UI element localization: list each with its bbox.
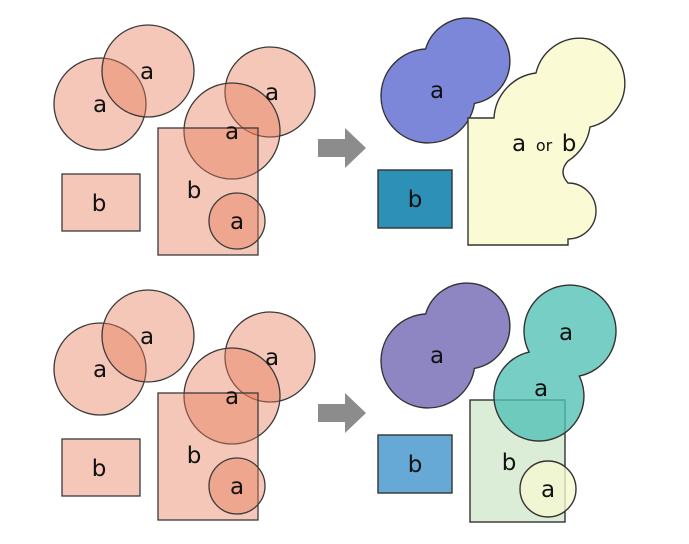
input-circle-a-small <box>208 192 266 250</box>
output-rect-b-blue <box>377 434 453 494</box>
input-circle-a-small <box>208 457 266 515</box>
label-b: b <box>187 443 202 469</box>
input-circle-a-2 <box>101 24 195 118</box>
label-a: a <box>93 92 107 118</box>
input-circle-a-1 <box>53 322 147 416</box>
label-b: b <box>408 452 423 478</box>
label-b: b <box>408 187 423 213</box>
output-blob-a <box>380 17 511 144</box>
arrow-right-icon <box>318 128 366 168</box>
label-a: a <box>225 384 239 410</box>
label-a: a <box>430 78 444 104</box>
label-a-or-b-b: b <box>562 131 577 157</box>
bottom-output-group: a b b a a a <box>377 282 617 523</box>
output-blob-a-purple <box>380 282 511 409</box>
input-rect-b-small <box>61 438 141 497</box>
label-a: a <box>559 320 573 346</box>
input-rect-b-large <box>157 392 259 521</box>
input-circle-a-3 <box>224 311 316 403</box>
label-a: a <box>534 376 548 402</box>
top-input-group: a a a a b b a <box>53 24 316 256</box>
input-circle-a-4 <box>183 347 281 445</box>
arrow-right-icon <box>318 393 366 433</box>
label-a: a <box>93 357 107 383</box>
label-b: b <box>92 191 107 217</box>
output-rect-b <box>377 169 453 229</box>
top-output-group: a b a or b <box>377 17 626 246</box>
input-rect-b-large <box>157 127 259 256</box>
label-a: a <box>265 345 279 371</box>
output-union-a-or-b <box>467 37 626 246</box>
input-circle-a-4 <box>183 82 281 180</box>
label-a-or-b-a: a <box>512 131 526 157</box>
label-a: a <box>230 474 244 500</box>
label-a: a <box>265 80 279 106</box>
input-circle-a-1 <box>53 57 147 151</box>
label-b: b <box>187 178 202 204</box>
label-b: b <box>502 450 517 476</box>
output-circle-a-small <box>519 460 577 518</box>
label-a-or-b-or: or <box>536 136 553 155</box>
label-a: a <box>430 343 444 369</box>
input-rect-b-small <box>61 173 141 232</box>
label-a: a <box>225 119 239 145</box>
output-blob-a-teal <box>493 284 617 442</box>
label-a: a <box>140 324 154 350</box>
label-b: b <box>92 456 107 482</box>
label-a: a <box>140 59 154 85</box>
input-circle-a-2 <box>101 289 195 383</box>
label-a: a <box>230 209 244 235</box>
bottom-input-group: a a a a b b a <box>53 289 316 521</box>
input-circle-a-3 <box>224 46 316 138</box>
label-a: a <box>541 477 555 503</box>
